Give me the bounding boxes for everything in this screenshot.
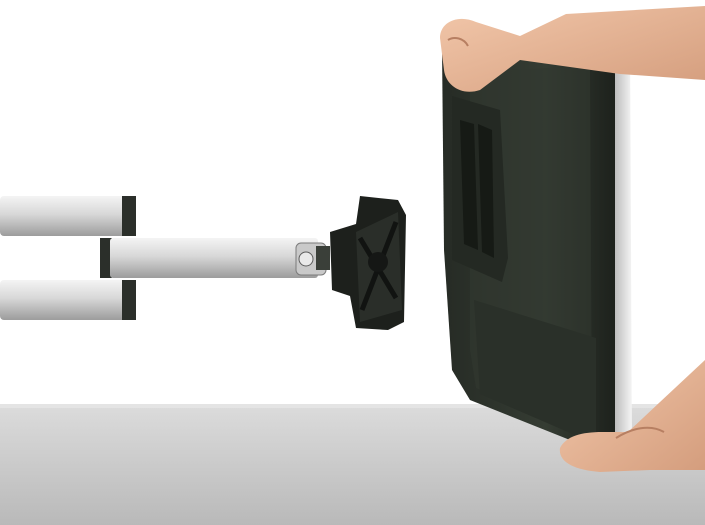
hands xyxy=(440,6,705,472)
vesa-mount-plate-icon xyxy=(330,196,406,330)
monitor-arm xyxy=(0,196,330,320)
monitor-back-icon xyxy=(442,36,632,458)
